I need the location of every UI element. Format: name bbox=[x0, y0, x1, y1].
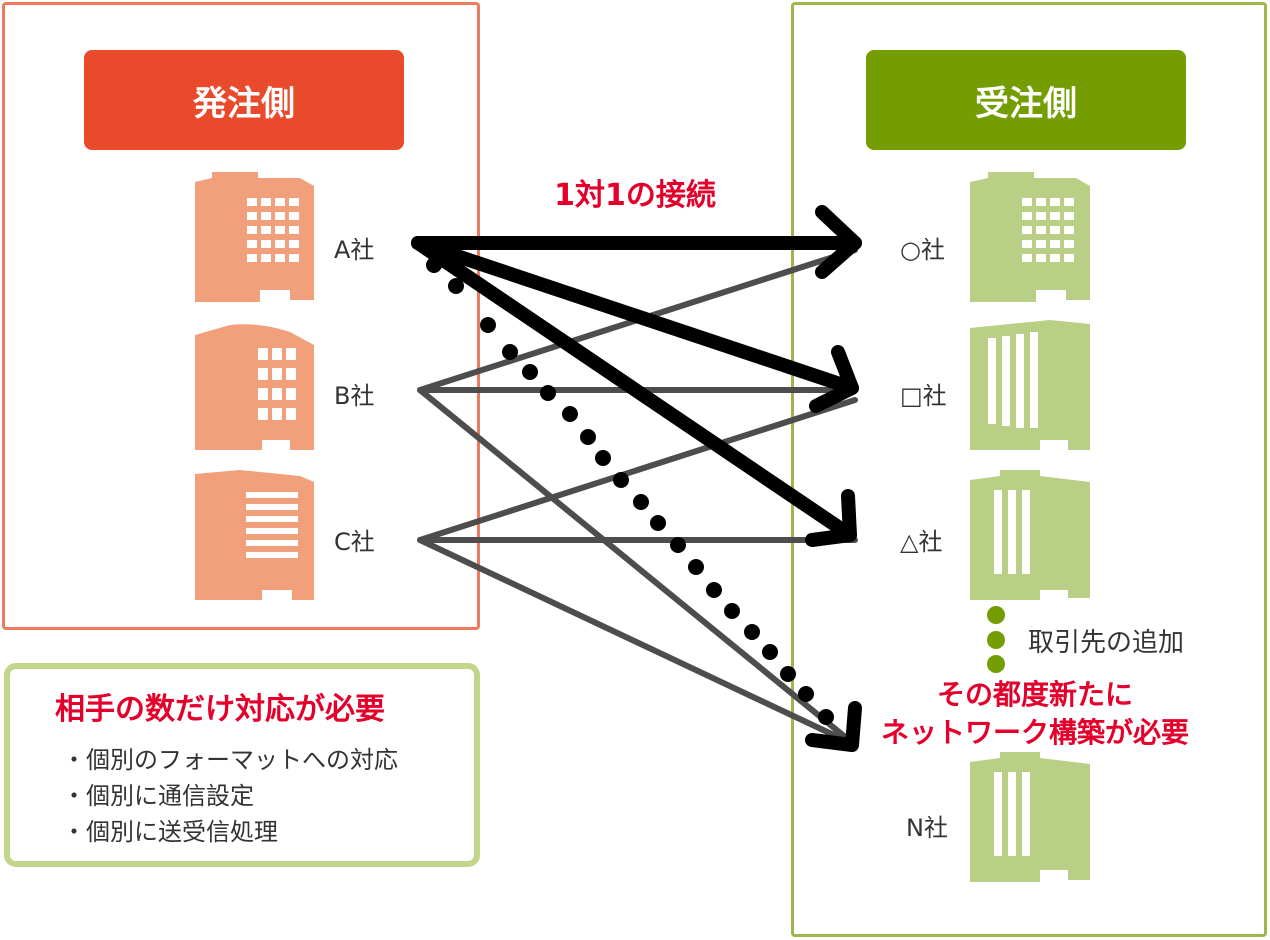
arrow-a-triangle bbox=[411, 236, 857, 542]
arrow-a-square bbox=[411, 236, 859, 395]
company-label-n: N社 bbox=[906, 814, 948, 842]
arrowhead-a-circle bbox=[815, 205, 862, 279]
company-label-a: A社 bbox=[334, 236, 375, 264]
building-c-windows bbox=[246, 492, 298, 558]
building-a-windows bbox=[247, 198, 299, 262]
company-label-b: B社 bbox=[334, 382, 375, 410]
receiving-side-panel bbox=[791, 2, 1267, 937]
company-label-square: □社 bbox=[900, 382, 947, 410]
receiving-side-header: 受注側 bbox=[866, 50, 1186, 150]
arrowhead-a-n bbox=[805, 701, 862, 752]
arrowhead-a-triangle bbox=[805, 489, 857, 547]
line-c-n bbox=[417, 537, 858, 748]
building-b-windows bbox=[258, 348, 296, 420]
network-caption: その都度新たに ネットワーク構築が必要 bbox=[880, 676, 1190, 752]
arrowhead-a-square bbox=[809, 345, 859, 413]
connection-title: 1対1の接続 bbox=[554, 178, 716, 213]
note-panel bbox=[4, 663, 480, 867]
note-title: 相手の数だけ対応が必要 bbox=[55, 692, 385, 727]
line-b-n bbox=[417, 387, 858, 748]
building-icon-circle bbox=[970, 172, 1090, 302]
company-label-triangle: △社 bbox=[900, 528, 943, 556]
note-bullet-3: ・個別に送受信処理 bbox=[62, 818, 278, 846]
addition-caption: 取引先の追加 bbox=[1028, 628, 1185, 658]
note-bullet-2: ・個別に通信設定 bbox=[62, 782, 254, 810]
building-icon-c bbox=[195, 470, 314, 600]
network-caption-line-2: ネットワーク構築が必要 bbox=[880, 716, 1189, 749]
line-c-square bbox=[417, 397, 858, 543]
building-icon-a bbox=[195, 172, 314, 302]
building-n-windows bbox=[994, 772, 1030, 856]
building-triangle-windows bbox=[994, 490, 1030, 574]
ordering-side-panel bbox=[2, 2, 480, 630]
ordering-side-header: 発注側 bbox=[84, 50, 404, 150]
note-bullet-1: ・個別のフォーマットへの対応 bbox=[62, 746, 398, 774]
ellipsis-dot-icon bbox=[987, 606, 1005, 673]
building-icon-b bbox=[195, 324, 314, 450]
building-circle-windows bbox=[1022, 198, 1074, 262]
building-square-windows bbox=[988, 332, 1038, 428]
company-label-circle: ○社 bbox=[900, 236, 945, 264]
dotted-arrow-a-n bbox=[426, 257, 834, 725]
company-label-c: C社 bbox=[334, 528, 375, 556]
network-caption-line-1: その都度新たに bbox=[936, 678, 1133, 711]
